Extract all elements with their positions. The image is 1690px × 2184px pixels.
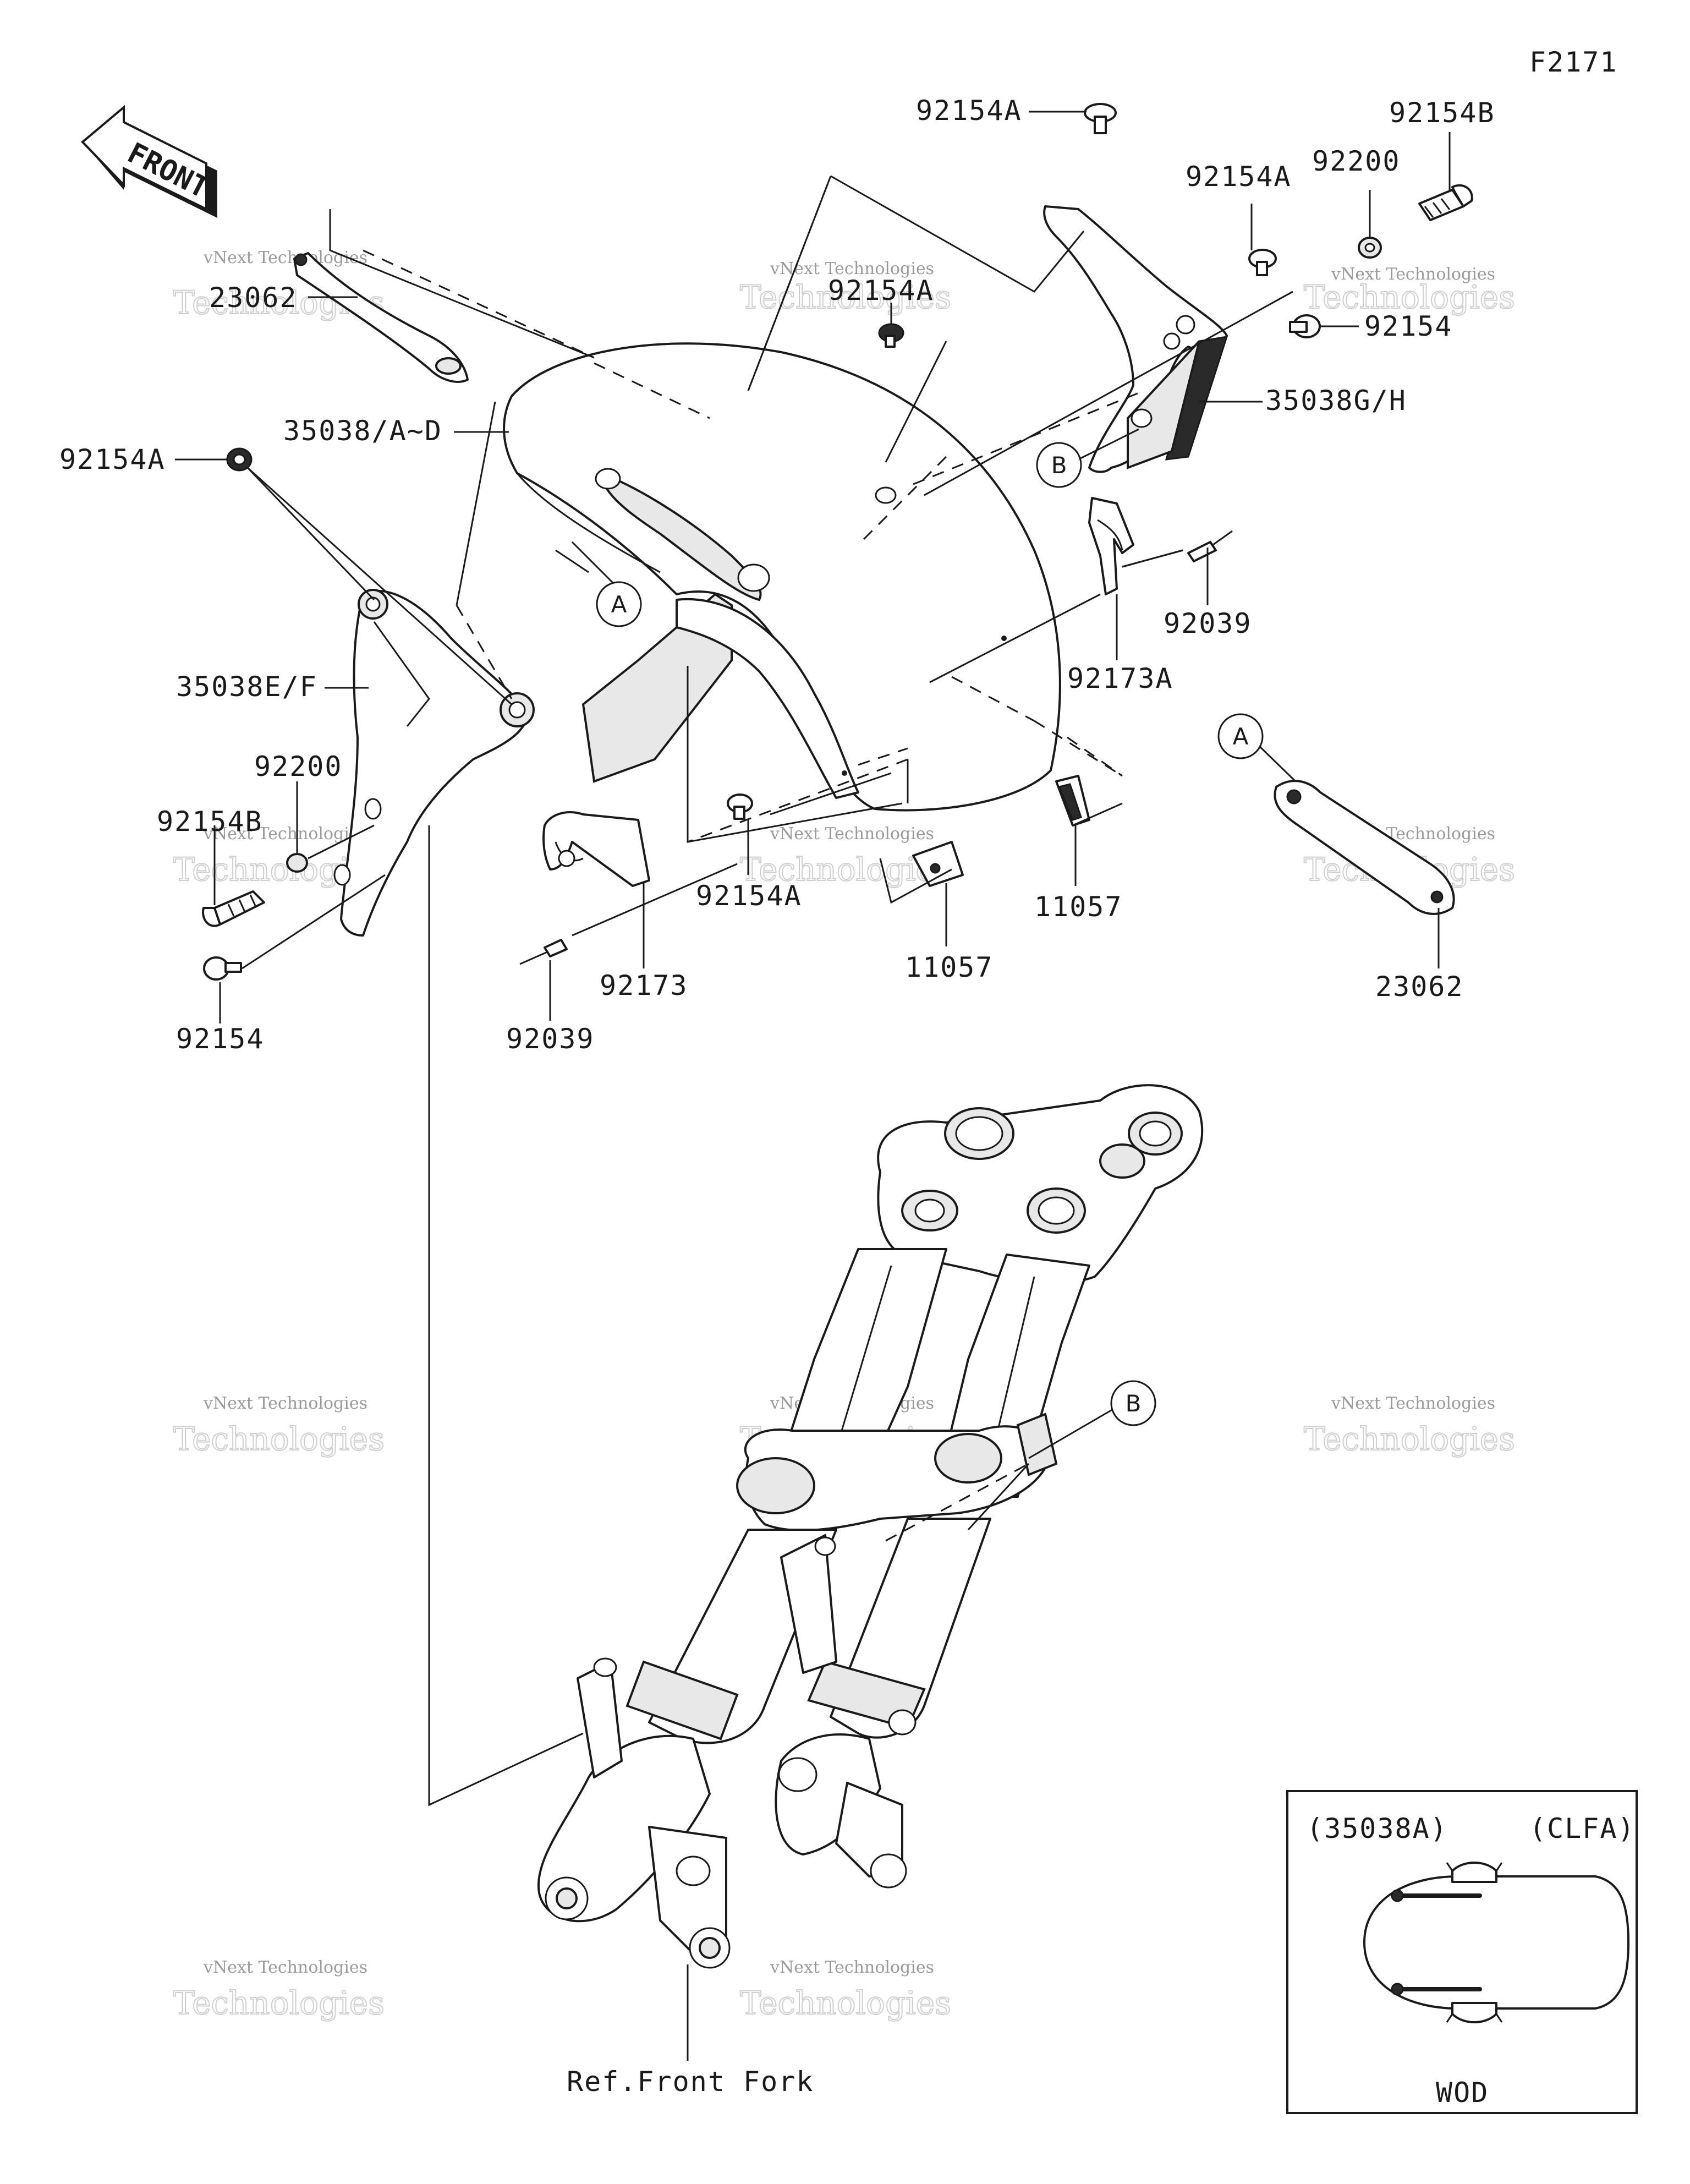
callout-b-bracket-text: B	[1051, 452, 1067, 479]
bolt-92154A-top	[1084, 103, 1117, 134]
bolt-92154-right	[1289, 314, 1321, 338]
watermark-text: vNext Technologies	[1331, 265, 1495, 284]
fender-stay-left	[333, 589, 535, 937]
front-fork-assembly	[537, 1084, 1204, 1969]
label-92039-right: 92039	[1164, 607, 1252, 639]
watermark-lower-left: Technologies vNext Technologies	[173, 1394, 385, 1458]
bolt-92154A-left	[226, 447, 253, 472]
pin-92039-right	[1187, 530, 1233, 562]
watermark-layer: Technologies vNext Technologies Technolo…	[173, 248, 1516, 2022]
watermark-text: Technologies	[1304, 1420, 1515, 1458]
watermark-bottom-center: Technologies vNext Technologies	[739, 1958, 952, 2022]
bracket-92173A	[1088, 497, 1134, 595]
callout-a-mid-text: A	[611, 591, 627, 618]
watermark-bottom-left: Technologies vNext Technologies	[173, 1958, 385, 2022]
bolt-92154B-top	[1418, 184, 1473, 221]
figure-code: F2171	[1529, 46, 1618, 78]
label-92154B-top: 92154B	[1389, 97, 1495, 129]
callout-b-fork: B	[1110, 1380, 1156, 1426]
label-92173A: 92173A	[1067, 663, 1173, 694]
inset-box: (35038A) (CLFA) WOD	[1286, 1790, 1638, 2114]
washer-92200-top	[1358, 237, 1382, 259]
cable-guide-right	[1274, 780, 1455, 915]
watermark-text: Technologies	[740, 278, 951, 316]
watermark-text: vNext Technologies	[203, 824, 367, 844]
label-92154A-mid: 92154A	[1186, 161, 1292, 193]
label-92039-left: 92039	[506, 1023, 595, 1055]
bolt-92154A-center	[878, 323, 904, 348]
watermark-text: Technologies	[740, 1984, 951, 2022]
front-arrow-icon: FRONT	[81, 105, 217, 218]
front-fender	[503, 342, 1061, 812]
label-92154A-bottom: 92154A	[696, 880, 802, 912]
label-35038EF: 35038E/F	[176, 671, 317, 703]
watermark-text: Technologies	[173, 1420, 385, 1458]
label-35038GH: 35038G/H	[1265, 385, 1407, 417]
label-11057-right: 11057	[1034, 891, 1123, 923]
watermark-text: Technologies	[173, 1984, 385, 2022]
label-92154A-left: 92154A	[59, 444, 166, 475]
label-23062-left: 23062	[209, 282, 298, 314]
watermark-text: vNext Technologies	[203, 1394, 367, 1413]
label-92154-right: 92154	[1364, 310, 1453, 342]
label-92154A-center: 92154A	[828, 275, 934, 306]
inset-right-label: (CLFA)	[1529, 1813, 1636, 1844]
callout-a-right-text: A	[1233, 723, 1249, 750]
watermark-top-right: Technologies vNext Technologies	[1303, 265, 1516, 316]
inset-left-label: (35038A)	[1307, 1813, 1448, 1844]
watermark-text: vNext Technologies	[203, 1958, 367, 1977]
label-92154B-left: 92154B	[157, 806, 263, 838]
pin-92039-left	[519, 939, 568, 965]
inset-bottom-label: WOD	[1436, 2077, 1489, 2109]
callout-b-fork-text: B	[1126, 1390, 1142, 1417]
label-23062-right: 23062	[1375, 971, 1464, 1003]
clamp-11057-right	[1055, 775, 1090, 826]
bracket-92173	[542, 811, 650, 887]
label-92154A-top: 92154A	[916, 95, 1022, 127]
leader-lines	[175, 111, 1451, 2061]
bolt-92154B-left	[202, 890, 265, 927]
watermark-text: vNext Technologies	[770, 1958, 934, 1977]
callout-b-bracket: B	[1036, 442, 1082, 488]
bolt-92154A-mid	[1248, 249, 1277, 276]
label-11057-center: 11057	[905, 951, 994, 983]
watermark-text: Technologies	[1304, 278, 1515, 316]
washer-92200-left	[286, 853, 308, 873]
watermark-text: vNext Technologies	[770, 824, 934, 844]
callout-a-right: A	[1217, 713, 1264, 759]
watermark-text: vNext Technologies	[1331, 1394, 1495, 1413]
clamp-11057-center	[912, 841, 964, 887]
part-labels: 92154A 92154B 92154A 92200 92154A 23062 …	[59, 95, 1495, 2098]
label-92173: 92173	[600, 970, 688, 1001]
cable-guide-left	[293, 252, 469, 383]
watermark-lower-right: Technologies vNext Technologies	[1303, 1394, 1516, 1458]
bolt-92154A-bottom	[727, 793, 753, 820]
label-92154-left: 92154	[176, 1023, 265, 1055]
callout-a-mid: A	[596, 581, 642, 627]
label-35038AD: 35038/A~D	[283, 415, 442, 447]
bolt-92154-left	[203, 956, 242, 981]
watermark-text: vNext Technologies	[203, 248, 367, 267]
label-92200-top: 92200	[1312, 145, 1401, 177]
watermark-top-center: Technologies vNext Technologies	[739, 259, 952, 316]
label-ref-front-fork: Ref.Front Fork	[567, 2066, 814, 2098]
label-92200-left: 92200	[254, 751, 343, 782]
fender-stay-right	[1043, 205, 1228, 473]
